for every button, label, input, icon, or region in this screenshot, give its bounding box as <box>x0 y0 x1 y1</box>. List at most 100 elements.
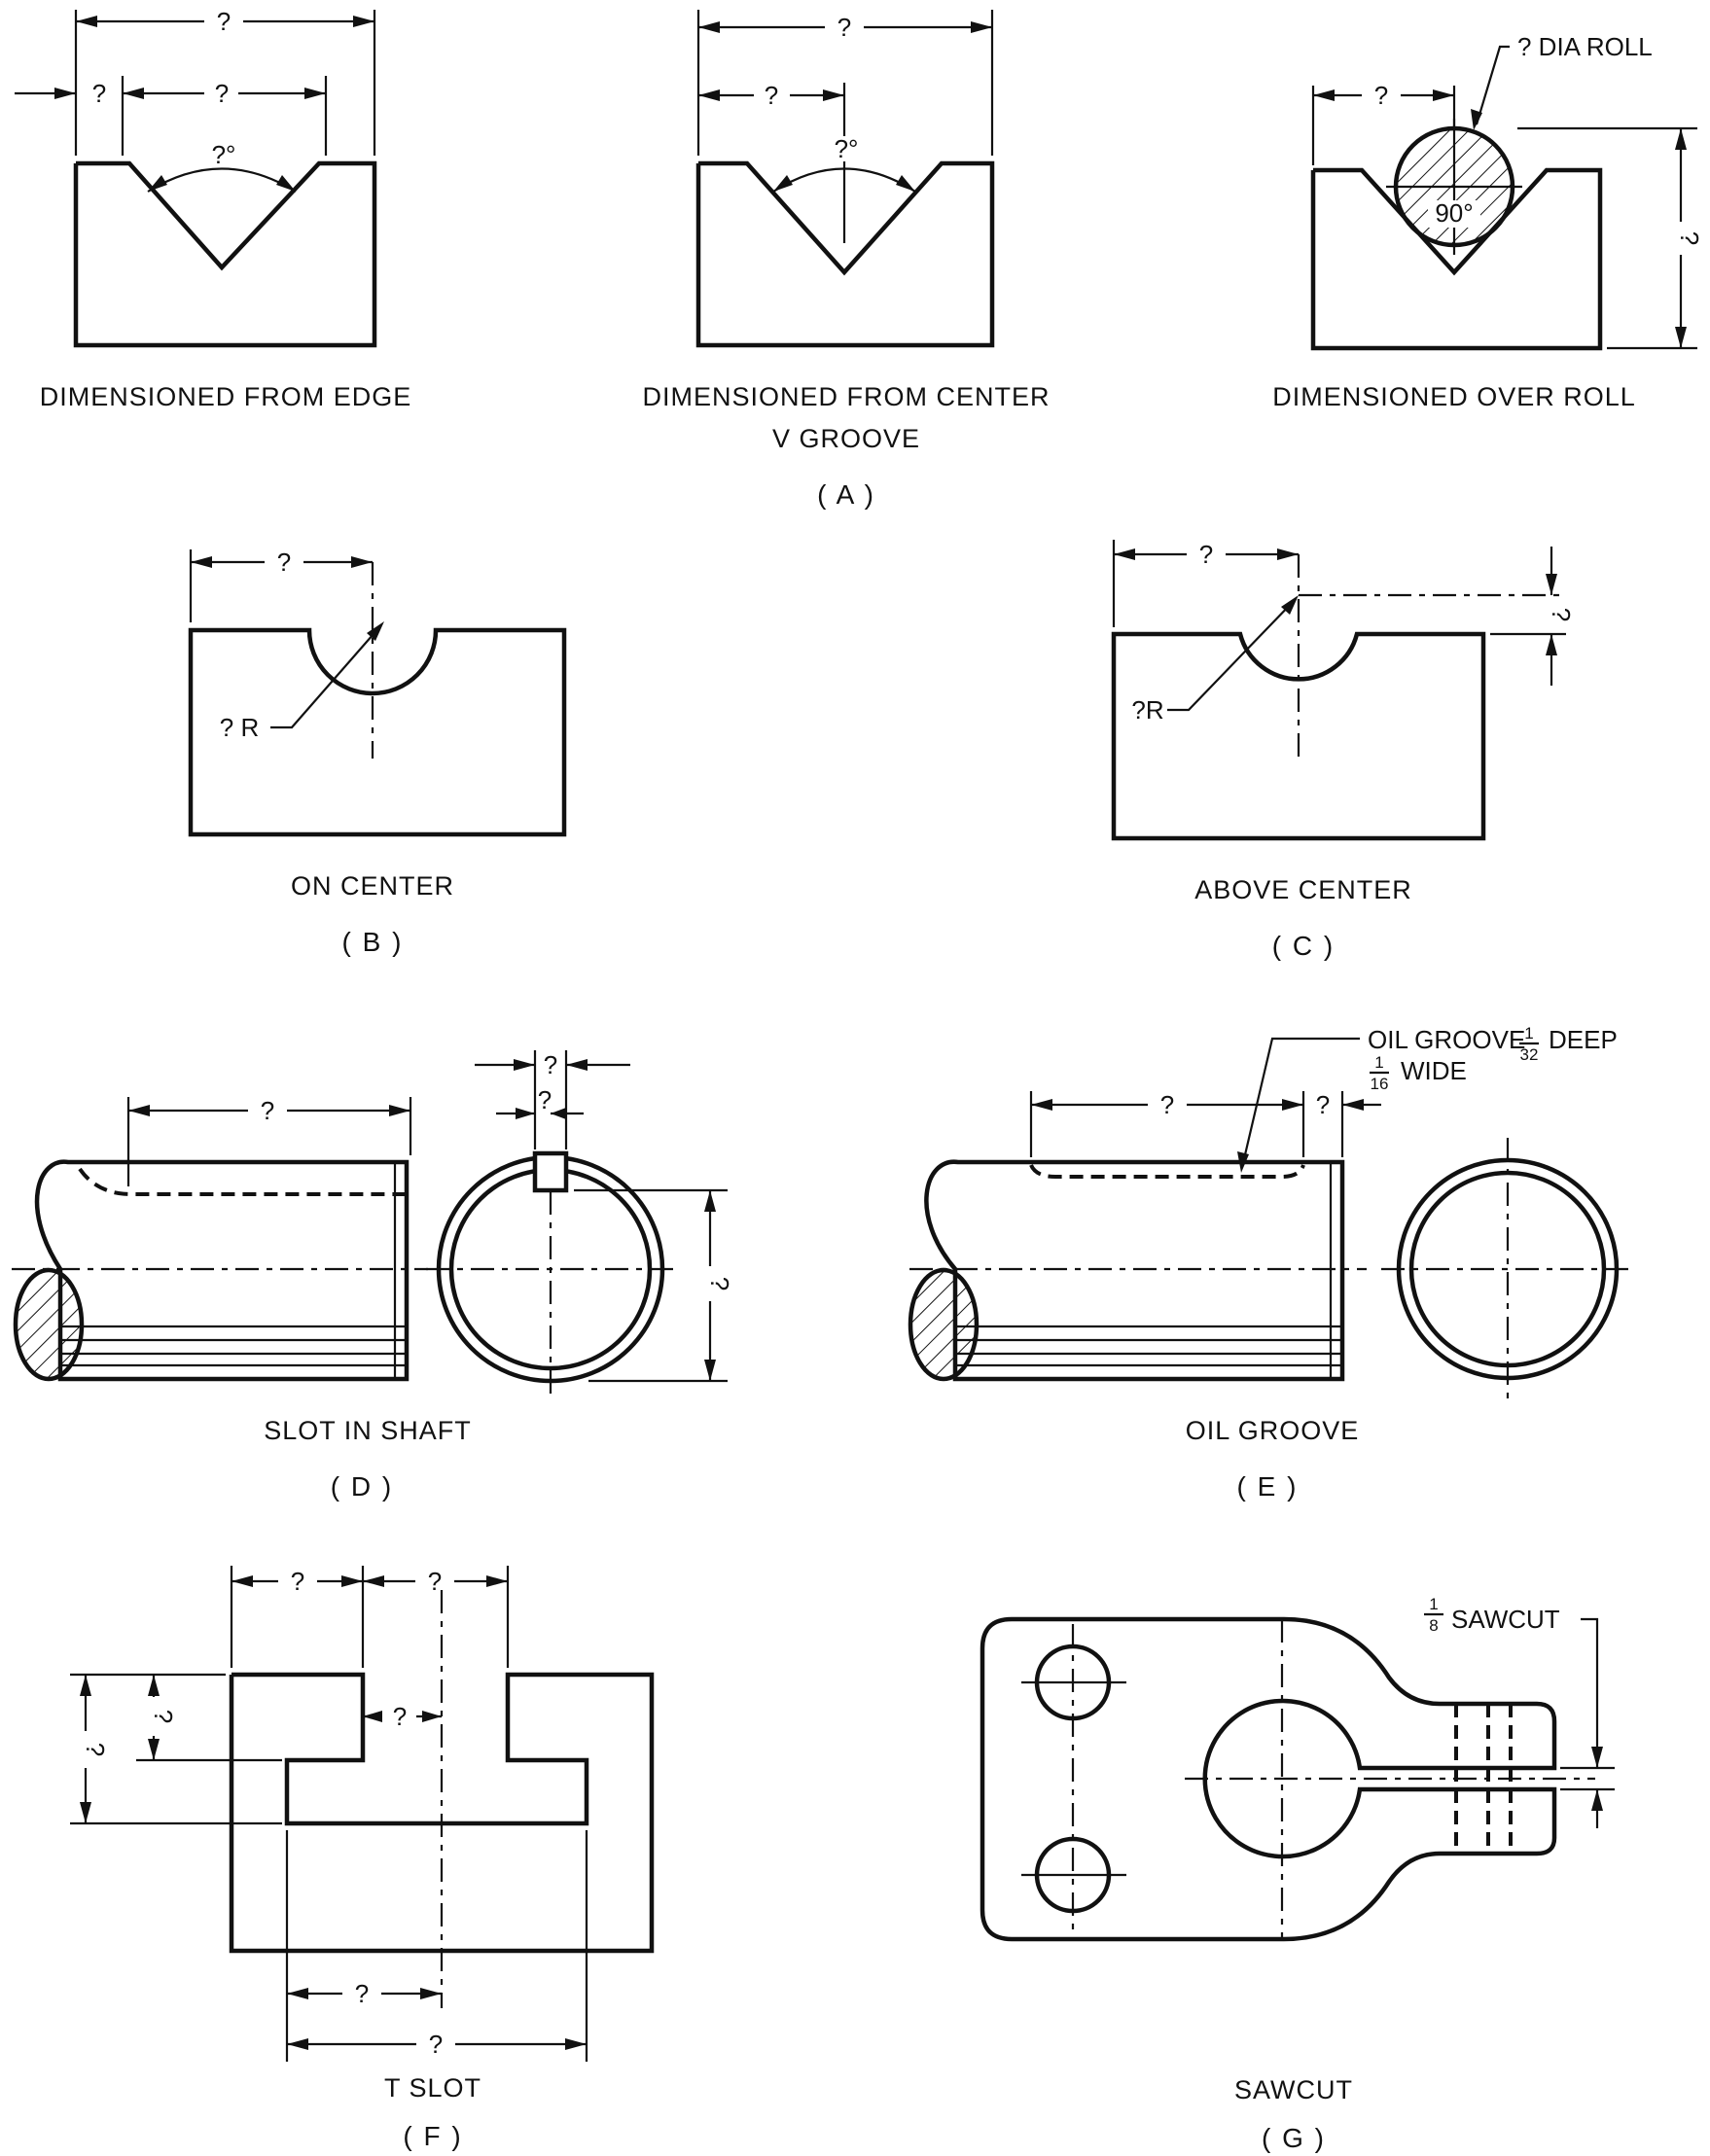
v-groove-from-center-view: ? ? ?° DIMENSIONED FROM CENTER V GROOVE <box>642 10 1050 453</box>
throat-width-dim: ? <box>428 1567 442 1596</box>
arrowhead <box>566 1059 588 1071</box>
shaft-break-section <box>13 1267 85 1382</box>
note-text: WIDE <box>1401 1056 1467 1085</box>
angle-arc <box>147 167 297 193</box>
arrowhead <box>363 1575 384 1587</box>
text-mask <box>1428 200 1480 228</box>
arrowhead <box>1433 89 1454 101</box>
arrowhead <box>54 88 76 99</box>
figure-f: ? ? ? ? ? ? ? T SLOT ( <box>70 1566 655 2151</box>
arrowhead <box>389 1105 410 1116</box>
frac-numerator: 1 <box>1374 1053 1383 1072</box>
figure-c-letter: ( C ) <box>1272 931 1335 961</box>
arrowhead <box>351 556 373 568</box>
arrowhead <box>1114 548 1135 560</box>
center-location-dim: ? <box>277 548 291 577</box>
block-outline-c <box>1111 631 1486 841</box>
caption-from-edge: DIMENSIONED FROM EDGE <box>40 382 412 411</box>
arrowhead <box>971 21 992 33</box>
caption-on-center: ON CENTER <box>291 871 454 901</box>
arrowhead <box>191 556 212 568</box>
caption-t-slot: T SLOT <box>384 2073 481 2103</box>
groove-end-offset-dim: ? <box>1316 1090 1330 1119</box>
arrowhead <box>148 1739 160 1760</box>
over-roll-height-dim: ? <box>1675 231 1704 245</box>
arrowhead <box>514 1059 535 1071</box>
above-center-dim: ? <box>1547 608 1576 621</box>
frac-denominator: 32 <box>1520 1045 1539 1064</box>
caption-above-center: ABOVE CENTER <box>1194 875 1412 904</box>
arrowhead <box>1342 1099 1364 1111</box>
arrowhead <box>80 1675 91 1696</box>
arrowhead <box>367 621 384 641</box>
arrowhead <box>232 1575 253 1587</box>
slot-edge-dim: ? <box>291 1567 304 1596</box>
frac-numerator: 1 <box>1429 1595 1438 1613</box>
half-slot-dim: ? <box>355 1979 369 2008</box>
radius-dim: ? R <box>220 713 259 742</box>
v-groove-from-edge-view: ? ? ? ?° DIMENSIONED FROM EDGE <box>15 7 412 411</box>
v-block-outline-3 <box>1310 167 1603 351</box>
frac-denominator: 8 <box>1429 1616 1438 1635</box>
groove-angle-dim: ?° <box>212 140 236 169</box>
roll-angle-dim: 90° <box>1435 198 1473 228</box>
arrowhead <box>1546 634 1557 655</box>
radius-leader <box>270 626 380 729</box>
arrowhead <box>422 1711 442 1722</box>
sawcut-label: SAWCUT <box>1451 1605 1560 1634</box>
figure-g: 1 8 SAWCUT SAWCUT ( G ) <box>980 1595 1615 2153</box>
t-slot-outline <box>229 1672 655 1954</box>
v-block-outline-2 <box>695 160 995 348</box>
text-mask <box>206 142 239 167</box>
arrowhead <box>123 88 144 99</box>
arrowhead <box>80 1802 91 1823</box>
block-outline-b <box>188 627 567 837</box>
arrowhead <box>1471 109 1482 130</box>
arrowhead <box>551 1108 566 1119</box>
arrowhead <box>128 1105 150 1116</box>
arrowhead <box>1277 548 1299 560</box>
shaft-break-section <box>908 1267 980 1382</box>
groove-length-dim: ? <box>1160 1090 1174 1119</box>
figure-d: ? ? ? ? SLOT IN SHAFT ( D ) <box>12 1050 734 1502</box>
caption-slot-in-shaft: SLOT IN SHAFT <box>264 1416 472 1445</box>
overall-width-dim: ? <box>837 13 851 42</box>
caption-over-roll: DIMENSIONED OVER ROLL <box>1272 382 1636 411</box>
note-leader <box>1241 1037 1360 1164</box>
roll-center-offset-dim: ? <box>1374 81 1388 110</box>
half-throat-dim: ? <box>393 1702 407 1731</box>
slot-half-width-dim: ? <box>538 1085 552 1114</box>
arrowhead <box>148 175 167 192</box>
slot-width-dim: ? <box>544 1050 557 1079</box>
caption-from-center: DIMENSIONED FROM CENTER <box>642 382 1050 411</box>
figure-e-letter: ( E ) <box>1237 1471 1299 1502</box>
arrowhead <box>516 1108 535 1119</box>
arrowhead <box>1237 1151 1249 1173</box>
arrowhead <box>486 1575 508 1587</box>
radius-leader <box>1167 600 1295 712</box>
sawcut-part-outline <box>980 1616 1557 1942</box>
sawcut-note: 1 8 SAWCUT <box>1424 1595 1560 1635</box>
dia-roll-note: ? DIA ROLL <box>1517 32 1653 61</box>
figure-c: ? ?R ? ABOVE CENTER ( C ) <box>1111 540 1576 961</box>
shaft-side-view <box>924 1159 1345 1382</box>
slot-depth-dim: ? <box>705 1277 734 1290</box>
slot-depth-dim: ? <box>81 1743 110 1756</box>
arrowhead <box>287 1988 308 1999</box>
groove-angle-dim: ?° <box>835 134 859 163</box>
figure-b: ? ? R ON CENTER ( B ) <box>188 548 567 957</box>
oil-groove-note: OIL GROOVE 1 32 DEEP 1 16 WIDE <box>1368 1024 1618 1093</box>
arrowhead <box>1675 128 1687 150</box>
slot-length-dim: ? <box>261 1096 274 1125</box>
arrowhead <box>304 88 326 99</box>
center-offset-dim: ? <box>765 81 778 110</box>
arrowhead <box>341 1575 363 1587</box>
arrowhead <box>1591 1747 1603 1768</box>
arrowhead <box>698 89 720 101</box>
figure-g-letter: ( G ) <box>1262 2123 1326 2153</box>
arrowhead <box>287 2038 308 2050</box>
arrowhead <box>704 1190 716 1212</box>
figure-d-letter: ( D ) <box>331 1471 393 1502</box>
frac-denominator: 16 <box>1371 1075 1389 1093</box>
